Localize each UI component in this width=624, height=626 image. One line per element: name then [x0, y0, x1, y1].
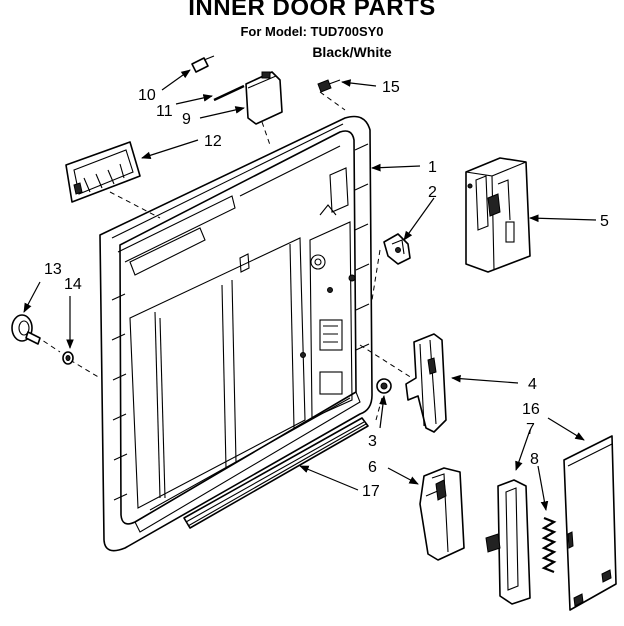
callout-1: 1 — [428, 159, 437, 176]
cover-plate-part — [245, 71, 283, 125]
callout-3: 3 — [368, 433, 377, 450]
washer-part — [62, 351, 74, 365]
screw-part — [191, 55, 215, 73]
mounting-screw-part — [317, 79, 341, 93]
callout-5: 5 — [600, 213, 609, 230]
door-handle-part — [65, 141, 141, 203]
inner-door-panel — [99, 115, 373, 552]
callout-labels: 1 2 3 4 5 6 7 8 9 10 11 12 13 14 15 16 1… — [44, 79, 609, 500]
callout-2: 2 — [428, 184, 437, 201]
leader-lines — [23, 69, 597, 511]
color-label: Black/White — [312, 44, 392, 60]
page-title: INNER DOOR PARTS — [188, 0, 436, 21]
latch-arm-part — [405, 333, 447, 433]
slide-rail-part — [485, 479, 531, 605]
callout-4: 4 — [528, 376, 537, 393]
side-panel-part — [563, 435, 617, 611]
knob-part — [11, 314, 41, 345]
callout-14: 14 — [64, 276, 82, 293]
spring-part — [541, 516, 557, 574]
bracket-part — [419, 467, 465, 561]
callout-13: 13 — [44, 261, 62, 278]
clip-part — [383, 233, 411, 265]
callout-10: 10 — [138, 87, 156, 104]
pin-part — [213, 84, 245, 102]
latch-housing-part — [465, 157, 531, 273]
callout-7: 7 — [526, 421, 535, 438]
callout-16: 16 — [522, 401, 540, 418]
callout-15: 15 — [382, 79, 400, 96]
callout-9: 9 — [182, 111, 191, 128]
bottom-strip-part — [183, 417, 369, 529]
callout-11: 11 — [156, 103, 173, 120]
callout-6: 6 — [368, 459, 377, 476]
model-label: For Model: TUD700SY0 — [240, 24, 384, 39]
callout-12: 12 — [204, 133, 222, 150]
nut-part — [376, 378, 392, 394]
callout-17: 17 — [362, 483, 380, 500]
callout-8: 8 — [530, 451, 539, 468]
